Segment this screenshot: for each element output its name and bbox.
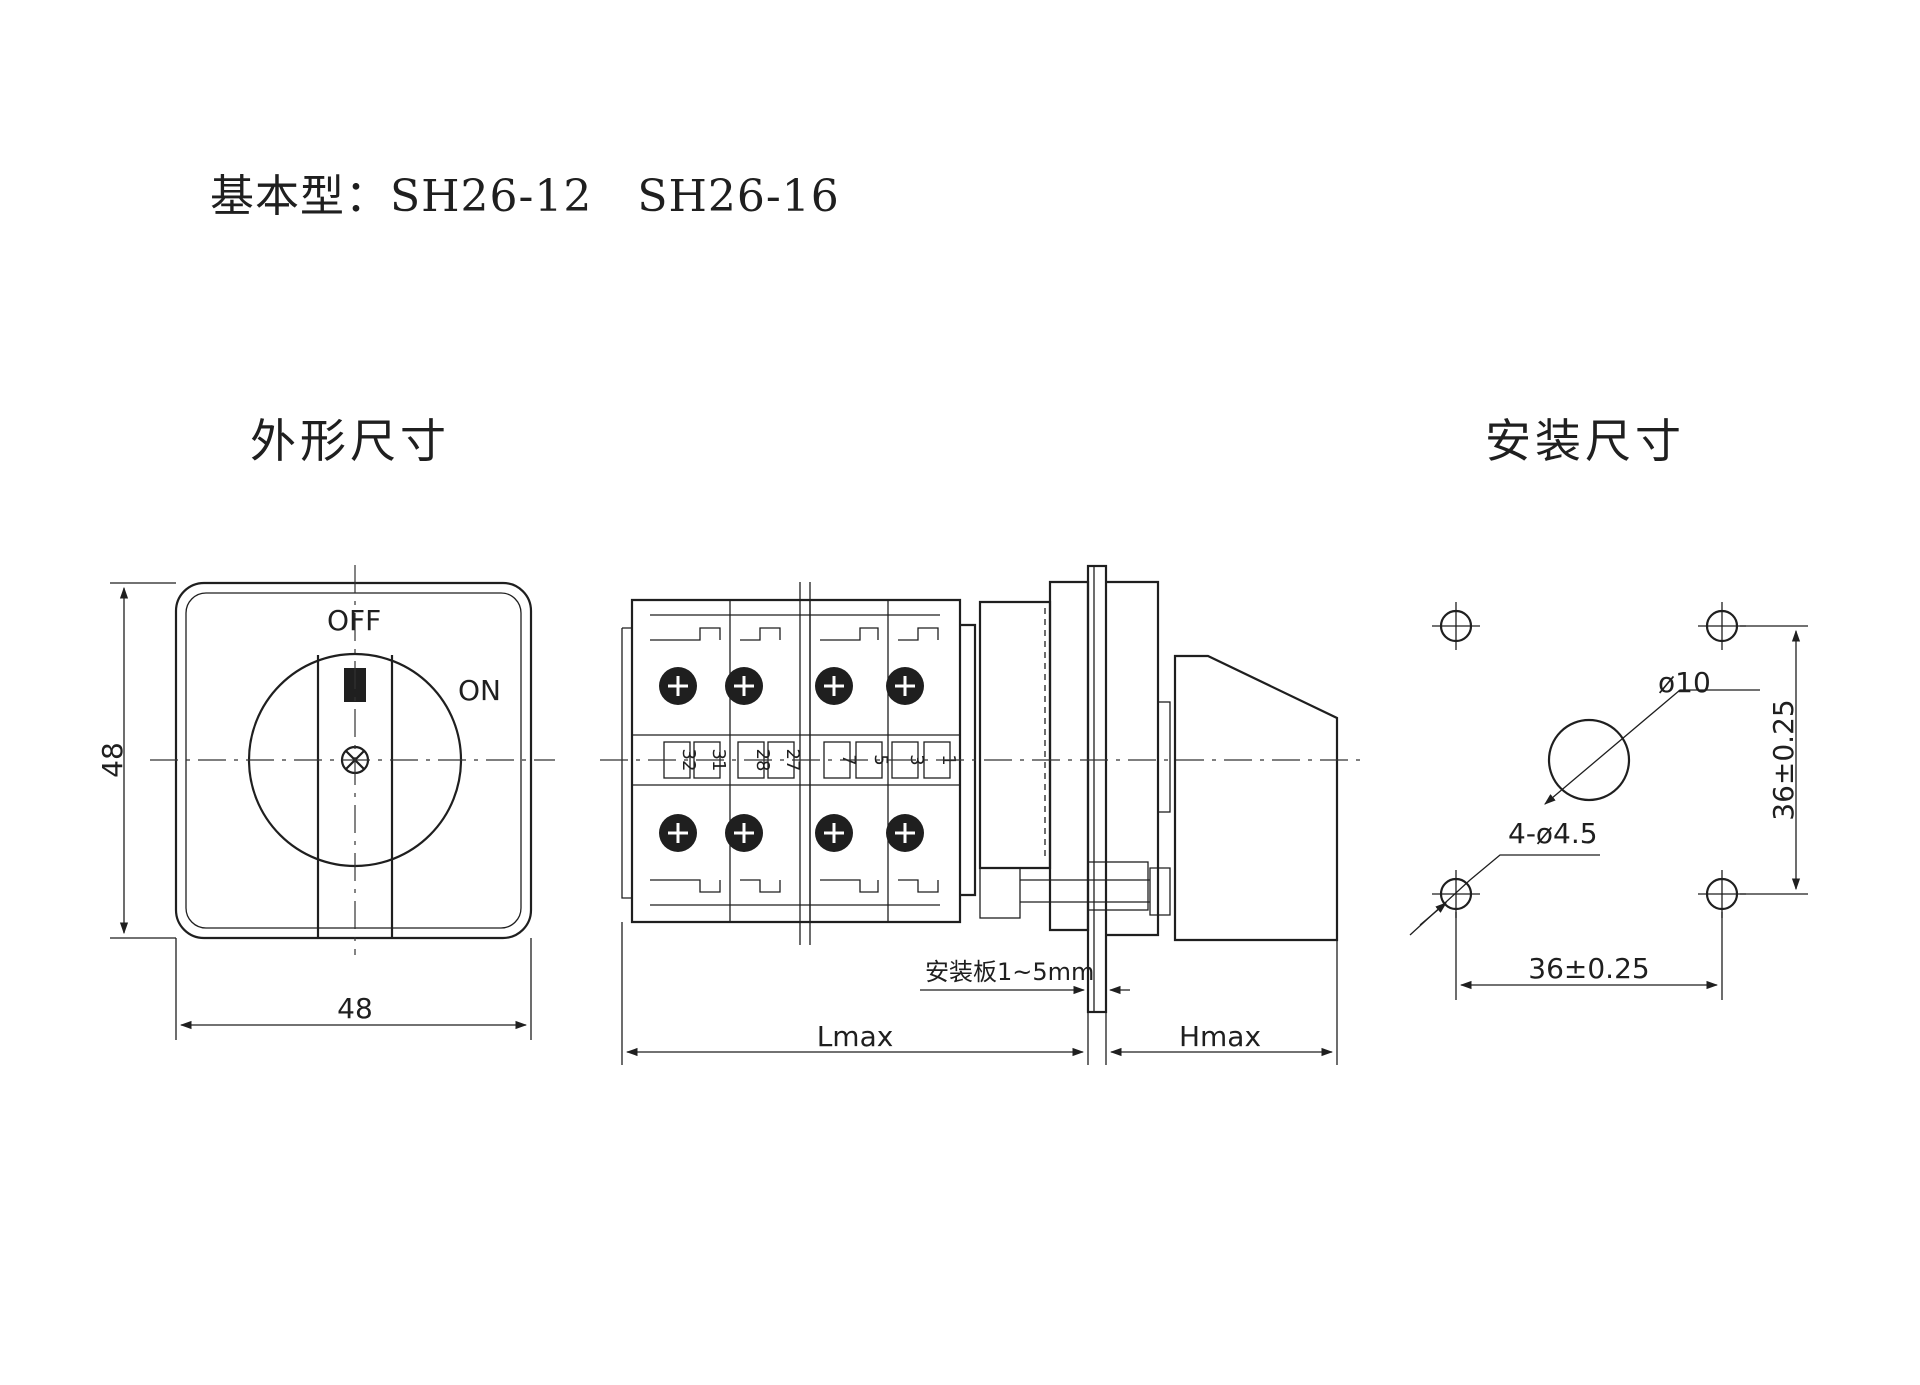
mount-vertical-dim-label: 36±0.25 [1767,699,1800,820]
corner-hole-icon [1432,602,1480,650]
corner-hole-label: 4-ø4.5 [1508,817,1598,850]
front-width-dim-label: 48 [337,992,373,1025]
panel-clamp-hatch [1087,861,1149,911]
terminal-strip [632,734,960,786]
knob-handle [316,655,394,938]
mount-horizontal-dim-label: 36±0.25 [1528,952,1649,985]
lower-terminals [650,879,939,893]
front-height-extension-lines [110,582,176,939]
corner-hole-icon [1698,870,1746,918]
terminal-screw-icon [659,814,697,852]
corner-hole-leader [1409,854,1600,936]
front-housing [978,600,1052,870]
mounting-heading: 安装尺寸 [1485,414,1685,468]
hmax-label: Hmax [1179,1020,1261,1053]
model-a: SH26-12 [390,171,593,222]
terminal-number: 32 [678,749,699,772]
corner-hole-leader-arrow [1419,902,1447,926]
off-label: OFF [327,604,381,637]
front-view: OFF ON 48 48 [96,565,555,1040]
terminal-screw-icon [725,814,763,852]
center-hole [1547,718,1631,802]
lmax-label: Lmax [817,1020,894,1053]
terminal-screw-icon [886,814,924,852]
center-hole-leader [1544,689,1760,805]
corner-hole-icon [1432,870,1480,918]
terminal-screw-icon [886,667,924,705]
panel-screw-hatch [979,867,1021,919]
terminal-screw-icon [659,667,697,705]
front-width-extension-lines [175,938,532,1040]
body-rear-lip [621,627,632,899]
front-height-dim-label: 48 [96,742,129,778]
terminal-number: 5 [870,754,891,765]
terminal-screw-icon [725,667,763,705]
mount-horizontal-extension-lines [1455,912,1723,1000]
terminal-screw-icon [815,814,853,852]
center-hole-label: ø10 [1658,666,1711,699]
terminal-screw-icon [815,667,853,705]
mounting-collar [1048,580,1090,932]
corner-hole-icon [1698,602,1746,650]
model-b: SH26-16 [637,171,840,222]
side-view: 31 32 27 28 5 7 1 3 [600,564,1360,1065]
side-extension-lines [621,922,1338,1065]
bezel-boss [1157,701,1171,813]
upper-terminals [650,627,939,641]
on-label: ON [458,674,501,707]
panel-thickness-note: 安装板1~5mm [925,958,1094,986]
panel-screw-shank [1020,879,1150,903]
page-title: 基本型：SH26-12 SH26-16 [210,160,840,224]
knob-side-profile [1173,654,1339,942]
mounting-panel [1086,564,1108,1014]
panel-screw-head [1149,867,1171,916]
terminal-number: 3 [906,754,927,765]
outline-heading: 外形尺寸 [250,414,450,468]
break-lines [799,582,811,945]
mount-vertical-extension-lines [1740,625,1808,895]
contact-block-body [630,598,962,924]
mounting-view: ø10 4-ø4.5 36±0.25 36±0.25 [1409,602,1808,1000]
title-prefix: 基本型： [210,171,390,222]
deck-rails [650,614,940,906]
